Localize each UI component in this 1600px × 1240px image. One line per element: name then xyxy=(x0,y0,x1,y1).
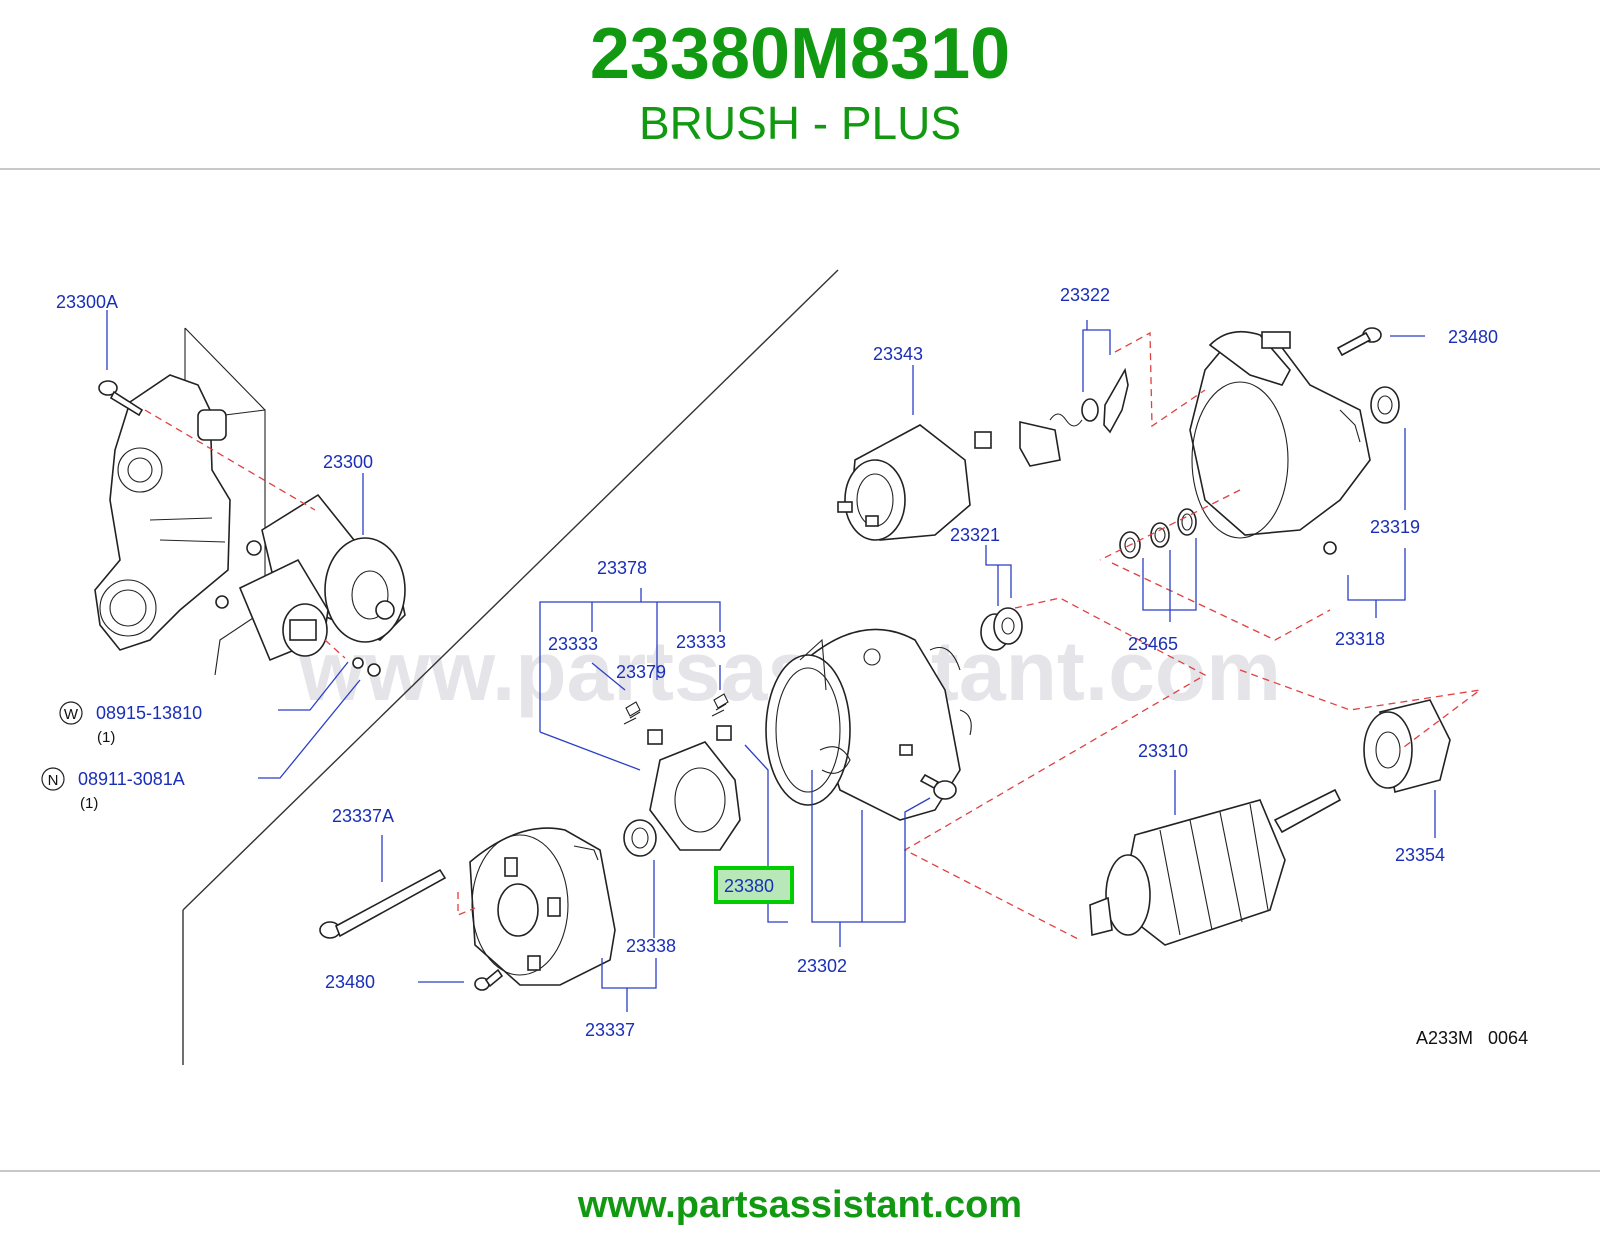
dash-plunger-to-housing xyxy=(1114,331,1206,428)
part-name-subtitle: BRUSH - PLUS xyxy=(638,97,962,149)
bushing-23319-drawing xyxy=(1370,386,1400,424)
label-23318[interactable]: 23318 xyxy=(1335,629,1385,649)
washers-23465-drawing xyxy=(1119,508,1197,559)
dash-yoke-to-armature xyxy=(903,597,1207,941)
dash-washers-to-housing xyxy=(1111,562,1331,641)
header-divider xyxy=(0,168,1600,170)
section-divider-diagonal xyxy=(182,269,839,911)
pinion-23354-drawing xyxy=(1363,699,1451,793)
dash-housing-to-pinion xyxy=(1239,669,1481,751)
label-23379[interactable]: 23379 xyxy=(616,662,666,682)
label-23300A[interactable]: 23300A xyxy=(56,292,118,312)
footer-divider xyxy=(0,1170,1600,1172)
label-23302[interactable]: 23302 xyxy=(797,956,847,976)
label-23310[interactable]: 23310 xyxy=(1138,741,1188,761)
engine-block-drawing xyxy=(94,327,266,676)
diagram-code: A233M 0064 xyxy=(1416,1028,1528,1048)
label-08915-13810[interactable]: 08915-13810 xyxy=(96,703,202,723)
part-number-title: 23380M8310 xyxy=(589,14,1011,94)
label-23337A[interactable]: 23337A xyxy=(332,806,394,826)
label-23465[interactable]: 23465 xyxy=(1128,634,1178,654)
label-23480-bottom[interactable]: 23480 xyxy=(325,972,375,992)
dash-bolt-to-starter xyxy=(144,409,316,511)
marker-w-text: W xyxy=(64,706,79,723)
dash-starter-to-nut xyxy=(324,639,346,659)
label-23333-right[interactable]: 23333 xyxy=(676,632,726,652)
dash-housing-axis xyxy=(1099,489,1241,561)
label-23480-top[interactable]: 23480 xyxy=(1448,327,1498,347)
label-23321[interactable]: 23321 xyxy=(950,525,1000,545)
label-23300[interactable]: 23300 xyxy=(323,452,373,472)
marker-n-circle xyxy=(41,767,65,791)
armature-23310-drawing xyxy=(1089,788,1342,946)
solenoid-23343-drawing xyxy=(837,424,992,541)
rear-cover-23337-drawing xyxy=(469,827,616,986)
highlight-box-23380 xyxy=(714,866,794,904)
leader-lines xyxy=(106,310,1436,1012)
bolt-23300A-drawing xyxy=(98,380,144,417)
page-header: 23380M8310 BRUSH - PLUS xyxy=(0,0,1600,170)
footer-website-link[interactable]: www.partsassistant.com xyxy=(577,1184,1023,1226)
label-23354[interactable]: 23354 xyxy=(1395,845,1445,865)
screw-23480-bottom-drawing xyxy=(474,968,504,991)
brush-holder-23378-drawing xyxy=(623,693,741,851)
front-housing-23318-drawing xyxy=(1189,330,1371,555)
bolt-23480-top-drawing xyxy=(1336,327,1382,357)
label-23322[interactable]: 23322 xyxy=(1060,285,1110,305)
through-bolt-23337A-drawing xyxy=(319,868,447,939)
seal-23321-drawing xyxy=(980,607,1023,651)
qty-08915-13810: (1) xyxy=(97,729,115,746)
label-23338[interactable]: 23338 xyxy=(626,936,676,956)
part-labels: 23300A 23300 W 08915-13810 (1) N 08911-3… xyxy=(41,285,1528,1048)
qty-08911-3081A: (1) xyxy=(80,795,98,812)
plunger-parts-23322-drawing xyxy=(1019,367,1129,467)
label-23378[interactable]: 23378 xyxy=(597,558,647,578)
starter-assembly-23300-drawing xyxy=(215,493,406,677)
label-23343[interactable]: 23343 xyxy=(873,344,923,364)
label-23333-left[interactable]: 23333 xyxy=(548,634,598,654)
label-23319[interactable]: 23319 xyxy=(1370,517,1420,537)
label-23380[interactable]: 23380 xyxy=(724,876,774,896)
parts-diagram: www.partsassistant.com xyxy=(0,170,1600,1170)
exploded-view-svg: www.partsassistant.com xyxy=(41,269,1528,1065)
screw-yoke-drawing xyxy=(919,773,957,800)
marker-w-circle xyxy=(59,701,83,725)
yoke-23302-drawing xyxy=(765,628,972,821)
bearing-23338-drawing xyxy=(623,819,657,857)
marker-n-text: N xyxy=(48,772,59,789)
label-08911-3081A[interactable]: 08911-3081A xyxy=(78,769,185,789)
label-23337[interactable]: 23337 xyxy=(585,1020,635,1040)
